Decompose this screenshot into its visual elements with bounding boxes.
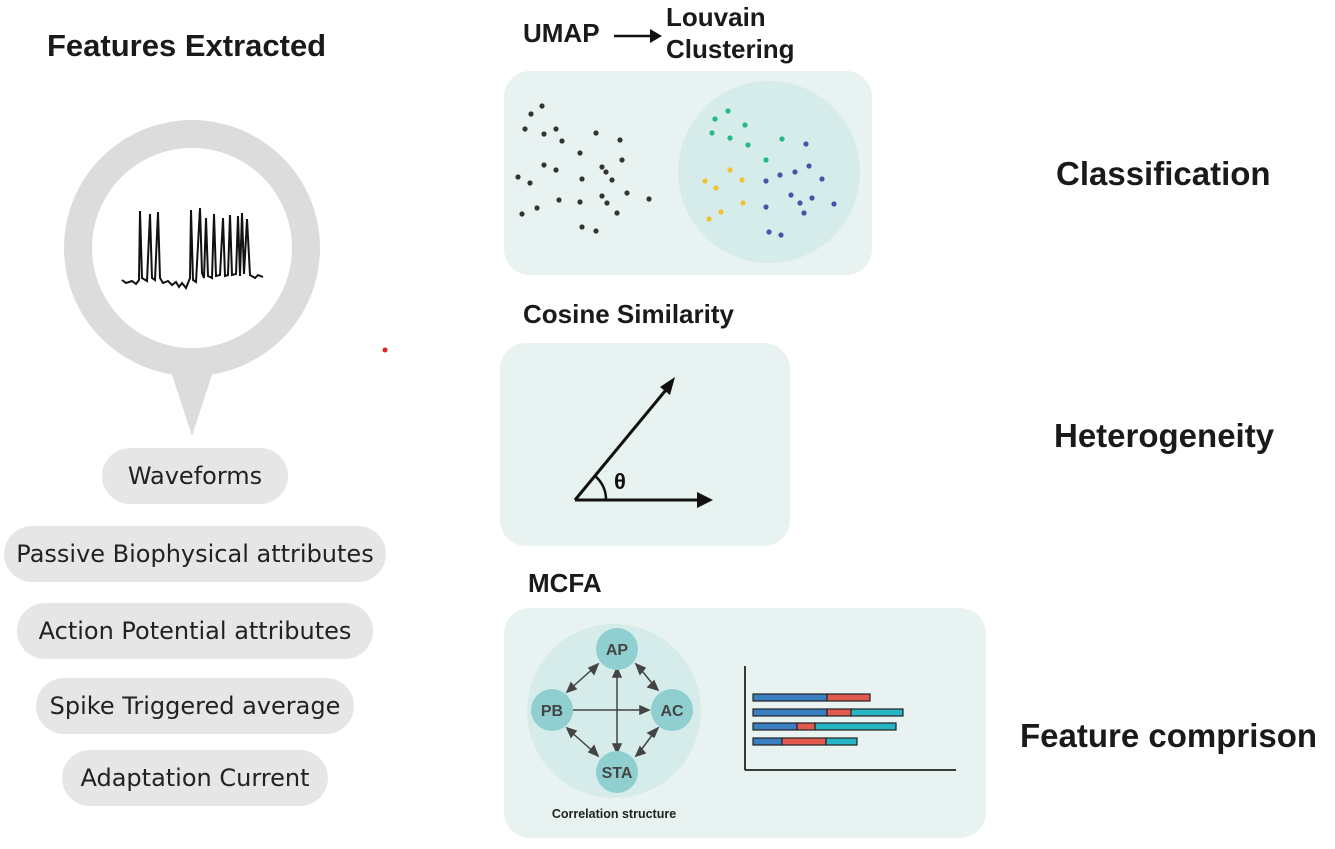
mcfa-panel: AP PB AC STA Correlation structure: [504, 608, 986, 838]
feature-label: Passive Biophysical attributes: [16, 540, 374, 568]
mcfa-diagram: AP PB AC STA Correlation structure: [527, 624, 956, 821]
theta-label: θ: [614, 469, 626, 494]
louvain-label: Louvain Clustering: [666, 1, 795, 65]
cluster-circle: [678, 81, 860, 263]
yellow-cluster: [702, 167, 746, 222]
vector-angle-diagram: θ: [573, 377, 713, 508]
waveform-pin-icon: [64, 120, 320, 436]
features-title: Features Extracted: [47, 28, 327, 63]
correlation-circle: [527, 624, 701, 798]
cosine-panel: θ: [500, 343, 790, 546]
feature-label: Waveforms: [127, 462, 263, 490]
correlation-caption: Correlation structure: [552, 807, 676, 821]
node-ap-label: AP: [606, 642, 629, 659]
blue-cluster: [763, 141, 837, 238]
umap-label: UMAP: [523, 18, 600, 48]
red-dot: [382, 347, 388, 353]
feature-pill-action-potential: Action Potential attributes: [17, 603, 373, 659]
feature-bar-plot: [744, 666, 956, 771]
mcfa-label: MCFA: [528, 568, 602, 598]
spike-trace: [121, 207, 264, 290]
feature-pill-sta: Spike Triggered average: [36, 678, 354, 734]
umap-scatter: [515, 81, 860, 263]
feature-label: Spike Triggered average: [49, 692, 341, 720]
arrow-right-icon: [614, 29, 662, 43]
louvain-line2: Clustering: [666, 34, 795, 64]
heterogeneity-label: Heterogeneity: [1054, 417, 1275, 454]
classification-label: Classification: [1056, 155, 1271, 192]
node-pb: [531, 689, 573, 731]
louvain-line1: Louvain: [666, 2, 766, 32]
green-cluster: [709, 108, 785, 163]
node-ac: [651, 689, 693, 731]
feature-comparison-label: Feature comprison: [1020, 717, 1318, 754]
node-ap: [596, 628, 638, 670]
node-ac-label: AC: [660, 703, 684, 720]
node-sta-label: STA: [602, 765, 633, 782]
feature-label: Action Potential attributes: [38, 617, 352, 645]
feature-pill-waveforms: Waveforms: [102, 448, 288, 504]
feature-label: Adaptation Current: [80, 764, 310, 792]
umap-panel: [504, 71, 872, 275]
feature-pill-adaptation: Adaptation Current: [62, 750, 328, 806]
node-sta: [596, 751, 638, 793]
node-pb-label: PB: [541, 703, 563, 720]
cosine-label: Cosine Similarity: [523, 299, 734, 329]
feature-pill-passive: Passive Biophysical attributes: [4, 526, 386, 582]
unclustered-points: [515, 103, 652, 234]
